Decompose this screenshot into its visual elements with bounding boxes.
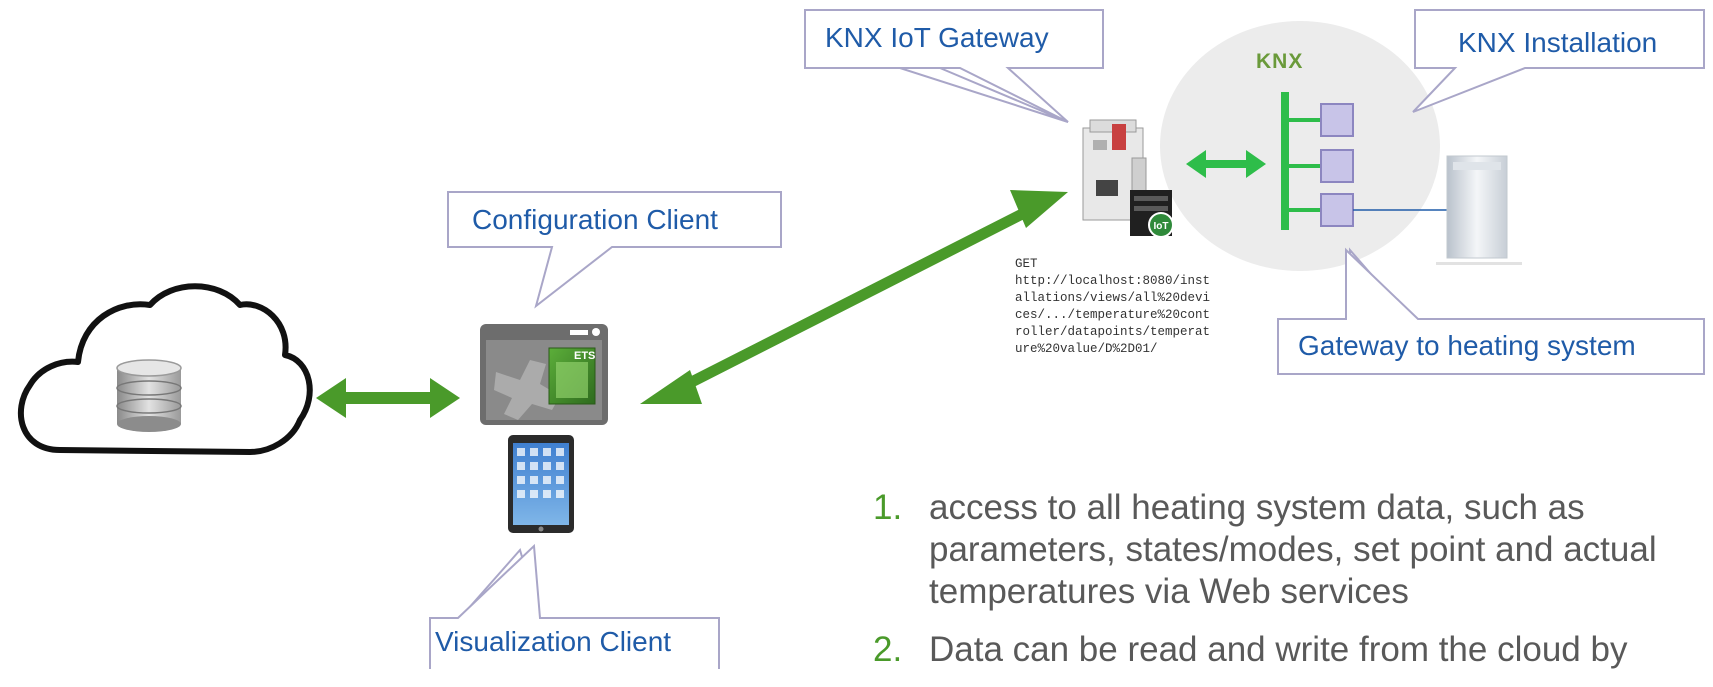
arrow-cloud-client: [316, 378, 460, 418]
request-method: GET: [1015, 257, 1038, 271]
label-configuration-client: Configuration Client: [472, 204, 718, 235]
callout-knx-installation: [1412, 9, 1705, 113]
label-knx-iot-gateway: KNX IoT Gateway: [825, 22, 1049, 53]
list-item: 2. Data can be read and write from the c…: [873, 629, 1713, 671]
config-client-icon: ETS: [480, 324, 608, 425]
request-url: http://localhost:8080/installations/view…: [1015, 274, 1211, 356]
request-text: GET http://localhost:8080/installations/…: [1015, 256, 1215, 358]
arrow-client-gateway: [640, 190, 1068, 404]
knx-module: [1320, 149, 1354, 183]
database-icon: [116, 359, 182, 432]
architecture-diagram: ETS IoT: [17, 9, 1705, 669]
list-item: 1. access to all heating system data, su…: [873, 487, 1713, 613]
knx-installation-area: [1160, 21, 1440, 271]
label-gateway-heating: Gateway to heating system: [1298, 330, 1636, 361]
heating-boiler-icon: [1436, 155, 1522, 265]
callout-iot-gateway: [804, 9, 1104, 123]
knx-logo: KNX: [1256, 50, 1304, 73]
callout-configuration-client: [447, 191, 782, 309]
feature-list: 1. access to all heating system data, su…: [873, 487, 1713, 687]
knx-module: [1320, 103, 1354, 137]
label-visualization-client: Visualization Client: [435, 626, 672, 657]
list-text: Data can be read and write from the clou…: [929, 630, 1628, 669]
label-knx-installation: KNX Installation: [1458, 27, 1658, 58]
knx-bus: [1281, 92, 1325, 230]
ets-label: ETS: [574, 350, 595, 362]
arrow-gateway-bus: [1186, 150, 1266, 178]
list-text: access to all heating system data, such …: [929, 488, 1657, 611]
list-number: 2.: [873, 630, 903, 669]
list-number: 1.: [873, 488, 903, 527]
callout-visualization-client: [429, 543, 720, 669]
tablet-icon: [508, 435, 574, 533]
knx-module: [1320, 193, 1354, 227]
iot-badge: IoT: [1154, 221, 1169, 232]
callout-gateway-heating: [1277, 247, 1705, 375]
iot-gateway-device-icon: IoT: [1082, 119, 1174, 238]
